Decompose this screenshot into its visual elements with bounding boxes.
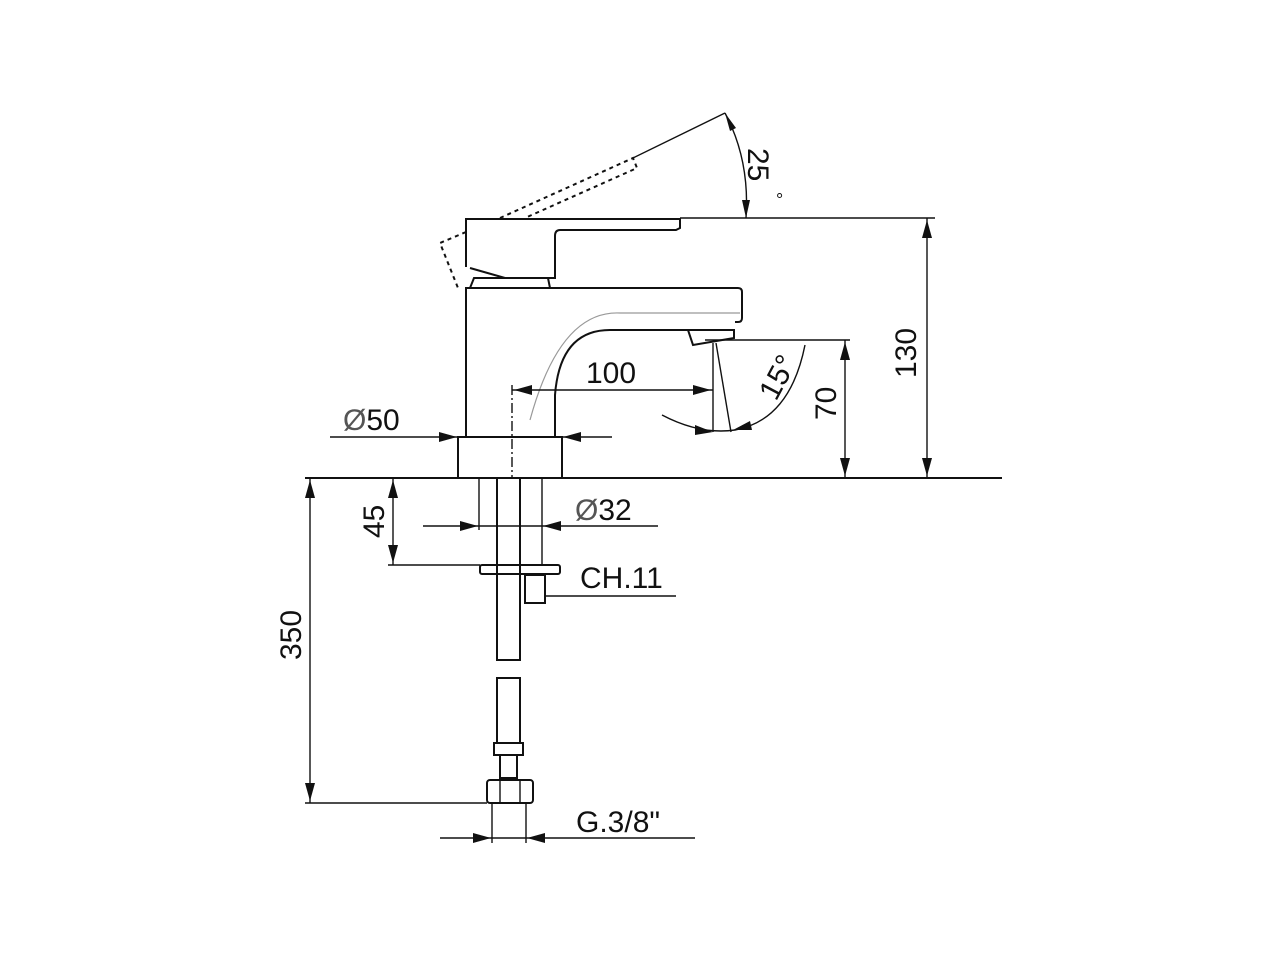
lever-angle-dimension: 25 ° xyxy=(680,112,935,219)
spout-angle-label: 15° xyxy=(753,350,803,406)
nut-size-label: CH.11 xyxy=(580,562,663,595)
spout-reach-label: 100 xyxy=(586,357,636,390)
hose-length-dimension: 350 xyxy=(275,478,487,804)
height-total-label: 130 xyxy=(890,328,923,378)
spout-reach-dimension: 100 xyxy=(511,343,714,478)
shank-diameter-dimension: Ø32 xyxy=(423,494,658,531)
height-total-dimension: 130 xyxy=(890,218,932,478)
spout-angle-dimension: 15° xyxy=(661,342,806,435)
spout-height-label: 70 xyxy=(810,387,843,420)
lever-angle-label: 25 xyxy=(741,148,774,181)
shank-diameter-label: Ø32 xyxy=(575,494,632,527)
shank-length-label: 45 xyxy=(358,505,391,538)
lever xyxy=(438,112,726,289)
connection-label: G.3/8" xyxy=(576,806,660,839)
shank-length-dimension: 45 xyxy=(358,478,480,566)
hose-length-label: 350 xyxy=(275,610,308,660)
base-diameter-label: Ø50 xyxy=(343,404,400,437)
spout-height-dimension: 70 xyxy=(705,339,850,478)
supply-hose xyxy=(478,477,561,804)
nut-size-callout: CH.11 xyxy=(545,562,676,597)
base-diameter-dimension: Ø50 xyxy=(330,404,612,442)
connection-dimension: G.3/8" xyxy=(440,803,695,843)
degree-symbol: ° xyxy=(776,190,783,210)
